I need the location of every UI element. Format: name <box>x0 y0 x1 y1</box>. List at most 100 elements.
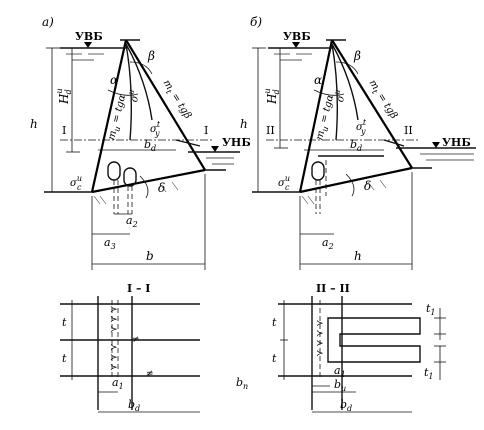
head-label-b: Hud <box>263 88 281 105</box>
stress-curve-b2 <box>331 43 359 121</box>
a3-label-a: a3 <box>104 236 116 251</box>
downstream-level-a: УНБ <box>188 136 251 165</box>
svg-text:≠: ≠ <box>146 369 154 379</box>
svg-text:≻: ≻ <box>316 339 324 349</box>
downstream-label-a: УНБ <box>222 136 251 149</box>
t-dims-b: t t <box>272 300 288 380</box>
alpha-label-b: α <box>314 73 322 87</box>
svg-text:≻: ≻ <box>110 325 118 335</box>
stress-curve-b <box>331 43 339 141</box>
section-b-title: II – II <box>316 282 350 295</box>
height-dim-b: h <box>240 47 266 193</box>
bd-label-b: bd <box>350 138 362 153</box>
svg-text:≻: ≻ <box>316 329 324 339</box>
base-dim-b: h <box>299 172 413 270</box>
sigma-yu-b: σu <box>331 89 348 103</box>
svg-text:≻: ≻ <box>316 349 324 359</box>
alpha-arc-b <box>313 89 345 96</box>
head-label-a: Hud <box>55 88 73 105</box>
svg-text:≠: ≠ <box>132 335 140 345</box>
section-mark-right-b: II <box>404 124 413 137</box>
height-label-b: h <box>240 117 248 131</box>
alpha-label-a: α <box>110 73 118 87</box>
delta-label-b: δ <box>364 179 371 193</box>
upstream-label-a: УВБ <box>75 30 103 43</box>
beta-label-b: β <box>353 49 361 63</box>
stress-curve-a2 <box>125 43 153 121</box>
section-a: I – I ≻ ≻ ≻ ≻ ≻ ≻ ≠ ≠ t t a1 bd <box>60 282 200 413</box>
stress-curve-a <box>125 43 133 141</box>
dam-a-body <box>44 39 226 194</box>
t1-dims-b: t1 t1 <box>424 302 446 381</box>
svg-text:≻: ≻ <box>110 315 118 325</box>
bd-label-a: bd <box>144 138 156 153</box>
upstream-level-b: УВБ <box>268 30 332 61</box>
sigma-yu-a: σu <box>125 89 142 103</box>
bd-label-sb: bd <box>340 398 352 413</box>
foundation-hatch-a <box>93 181 179 205</box>
section-mark-right-a: I <box>204 124 208 137</box>
a2-label-b: a2 <box>322 236 334 251</box>
gallery-outline-b <box>327 317 421 363</box>
head-dim-b: Hud <box>263 48 288 149</box>
foundation-hatch-b <box>301 179 387 205</box>
height-dim-a: h <box>30 47 60 193</box>
bd-label-sa: bd <box>128 398 140 413</box>
panel-a: а) УВБ УНБ <box>30 15 251 270</box>
joint-marks-b: ≻ ≻ ≻ ≻ <box>316 319 324 359</box>
height-label-a: h <box>30 117 38 131</box>
upstream-level-a: УВБ <box>60 30 126 61</box>
galleries-a <box>107 161 137 214</box>
svg-text:≻: ≻ <box>110 305 118 315</box>
svg-text:≻: ≻ <box>110 363 118 373</box>
t-top-a: t <box>62 316 67 329</box>
base-label-b: h <box>354 249 362 263</box>
section-a-title: I – I <box>127 282 150 295</box>
svg-text:≻: ≻ <box>316 319 324 329</box>
section-mark-left-a: I <box>62 124 66 137</box>
downstream-label-b: УНБ <box>442 136 471 149</box>
section-line-b: II II <box>266 124 420 147</box>
alpha-arc-a <box>107 89 139 96</box>
bu-label-b: bu <box>334 378 346 393</box>
base-dim-a: b <box>91 174 206 270</box>
a2-label-a: a2 <box>126 214 138 229</box>
beta-arc-a <box>129 61 153 75</box>
t-dims-a: t t <box>62 300 76 380</box>
t-top-b: t <box>272 316 277 329</box>
delta-arc-a <box>139 175 149 199</box>
bn-side-label: bп <box>236 376 248 391</box>
t-bottom-b: t <box>272 352 277 365</box>
panel-a-label: а) <box>42 15 54 29</box>
panel-b-label: б) <box>250 15 262 29</box>
svg-text:≻: ≻ <box>110 353 118 363</box>
svg-text:≻: ≻ <box>110 343 118 353</box>
section-line-a: I I <box>60 124 212 147</box>
mu-label-a: mu = tgα <box>106 93 130 142</box>
delta-label-a: δ <box>158 181 165 195</box>
delta-arc-b <box>345 173 355 197</box>
galleries-b <box>311 160 327 214</box>
a1-label-a: a1 <box>112 376 124 391</box>
beta-arc-b <box>335 61 359 75</box>
mt-label-a: mt = tgβ <box>159 78 193 122</box>
section-b: II – II ≻ ≻ ≻ ≻ t t t1 <box>236 282 446 413</box>
t1-bottom-b: t1 <box>424 366 434 381</box>
downstream-level-b: УНБ <box>396 136 476 161</box>
dam-b-body <box>252 39 432 194</box>
panel-b: б) УВБ УНБ h <box>240 15 476 270</box>
head-dim-a: Hud <box>55 48 80 153</box>
a1-label-b: a1 <box>334 364 346 379</box>
base-label-a: b <box>146 249 154 263</box>
t1-top-b: t1 <box>426 302 436 317</box>
upstream-label-b: УВБ <box>283 30 311 43</box>
section-mark-left-b: II <box>266 124 275 137</box>
joint-marks-a: ≻ ≻ ≻ ≻ ≻ ≻ <box>110 305 118 373</box>
beta-label-a: β <box>147 49 155 63</box>
t-bottom-a: t <box>62 352 67 365</box>
